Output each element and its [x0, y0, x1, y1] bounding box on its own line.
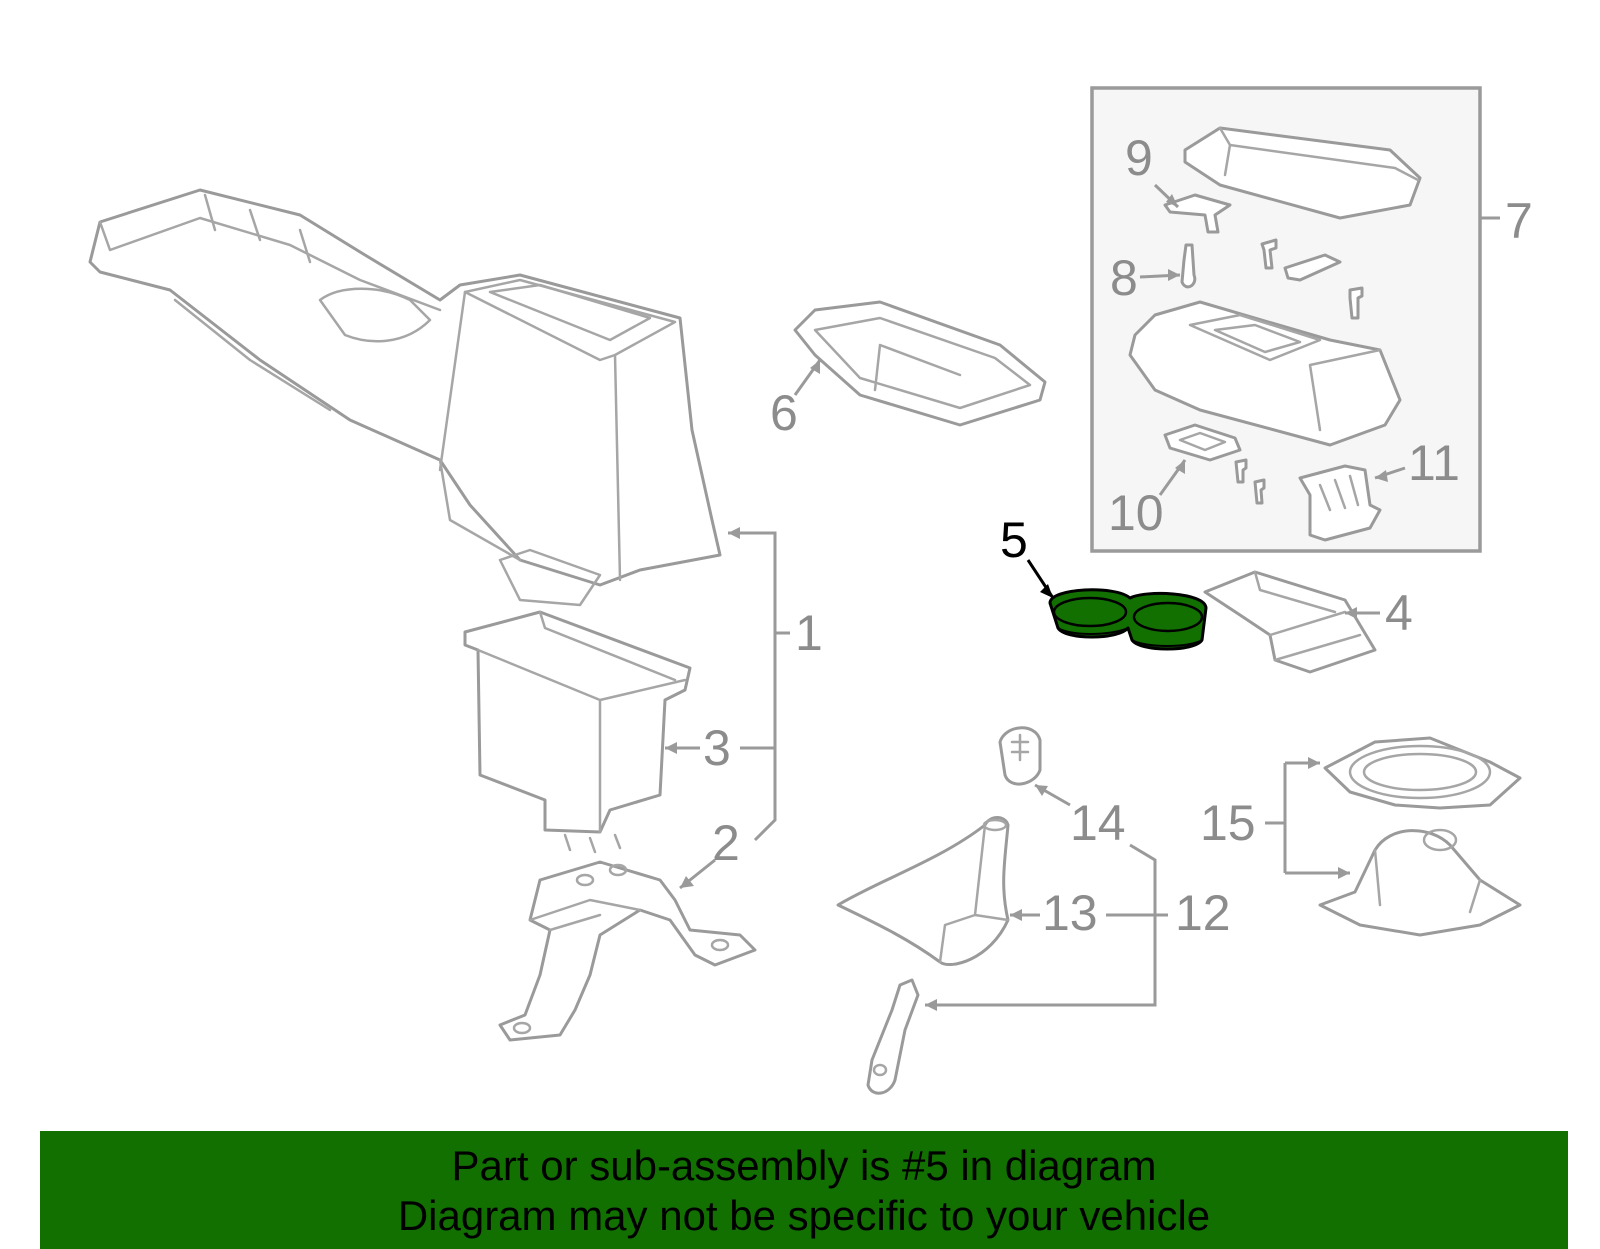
- banner-line-2: Diagram may not be specific to your vehi…: [397, 1192, 1211, 1239]
- part-15-gasket-plate[interactable]: [1323, 736, 1522, 810]
- callout-5[interactable]: 5: [1000, 512, 1028, 568]
- callout-6[interactable]: 6: [770, 385, 798, 441]
- callout-10[interactable]: 10: [1108, 485, 1164, 541]
- info-banner: Part or sub-assembly is #5 in diagram Di…: [40, 1131, 1568, 1249]
- part-14-shift-knob[interactable]: [998, 726, 1042, 786]
- leader-arrowheads: [665, 194, 1388, 1011]
- callout-8[interactable]: 8: [1110, 250, 1138, 306]
- part-12-shift-lever[interactable]: [866, 978, 920, 1095]
- callout-13[interactable]: 13: [1042, 885, 1098, 941]
- callout-2[interactable]: 2: [712, 815, 740, 871]
- callout-7[interactable]: 7: [1505, 193, 1533, 249]
- part-6-tray[interactable]: [793, 300, 1047, 427]
- callout-4[interactable]: 4: [1385, 585, 1413, 641]
- banner-line-1: Part or sub-assembly is #5 in diagram: [451, 1142, 1157, 1189]
- callout-1[interactable]: 1: [795, 605, 823, 661]
- callout-3[interactable]: 3: [703, 720, 731, 776]
- callout-14[interactable]: 14: [1070, 795, 1126, 851]
- part-10-latch-bracket[interactable]: [1163, 423, 1242, 462]
- part-3-storage-bin[interactable]: [463, 610, 692, 854]
- part-9-latch[interactable]: [1163, 193, 1232, 234]
- part-1-console-body[interactable]: [88, 188, 722, 607]
- part-7-screws-and-hinge: [1234, 238, 1364, 505]
- part-15-boot-base[interactable]: [1318, 828, 1522, 937]
- callout-11[interactable]: 11: [1408, 435, 1460, 491]
- callout-9[interactable]: 9: [1125, 130, 1153, 186]
- part-4-plate[interactable]: [1203, 570, 1377, 674]
- part-8-clip[interactable]: [1180, 243, 1197, 289]
- part-7-armrest-lid[interactable]: [1183, 126, 1422, 220]
- callout-12[interactable]: 12: [1175, 885, 1231, 941]
- part-13-shift-boot[interactable]: [836, 816, 1010, 967]
- part-2-bracket[interactable]: [498, 860, 757, 1042]
- callout-15[interactable]: 15: [1200, 795, 1256, 851]
- part-7-armrest-base[interactable]: [1128, 300, 1402, 447]
- part-5-cup-holder[interactable]: [1048, 588, 1208, 651]
- part-11-hinge-bracket[interactable]: [1298, 464, 1382, 542]
